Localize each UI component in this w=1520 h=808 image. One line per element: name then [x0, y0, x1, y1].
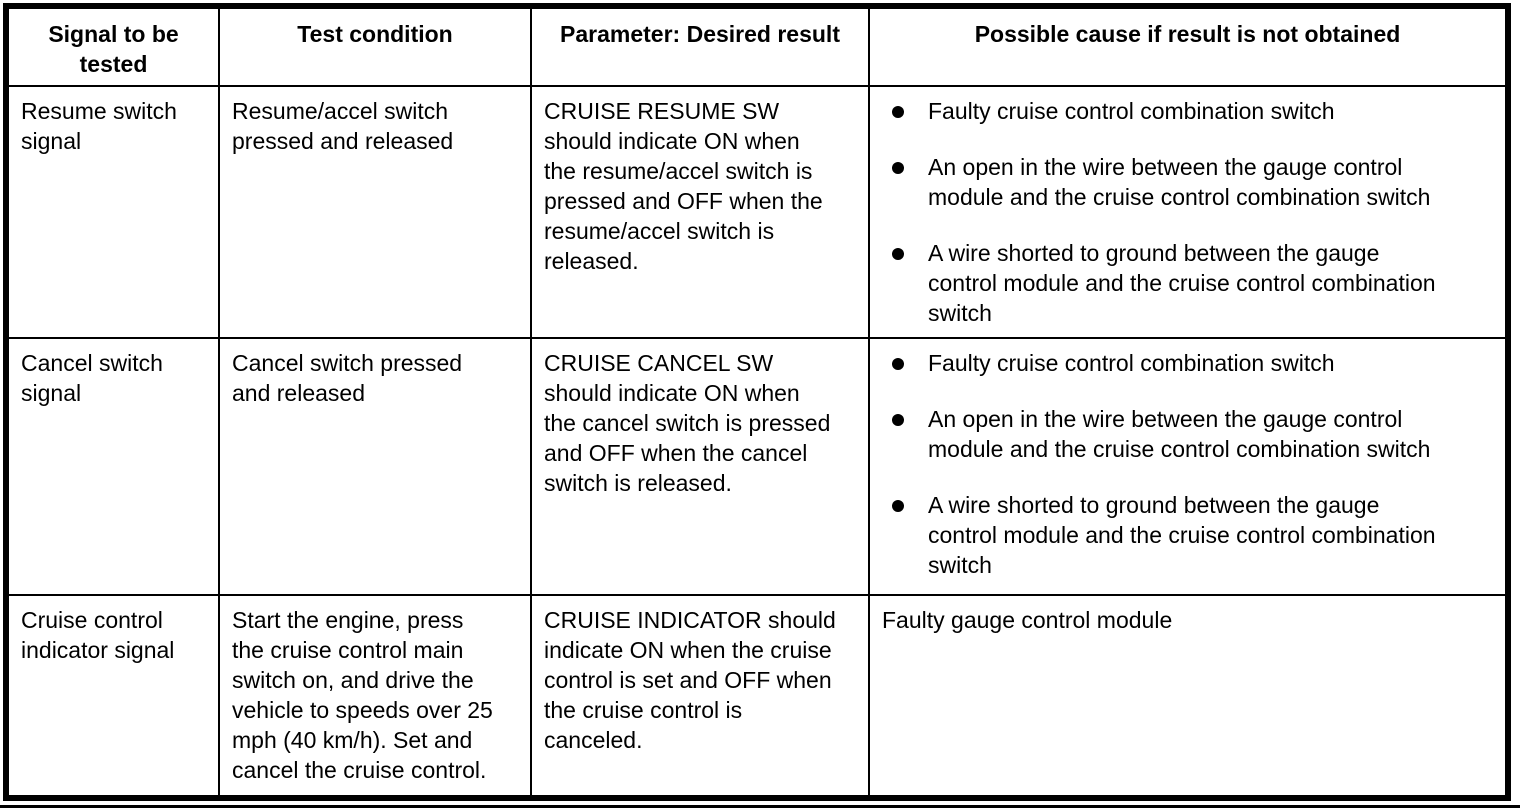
header-row: Signal to be tested Test condition Param… [5, 5, 1509, 87]
signal-cell: Cruise control indicator signal [5, 594, 220, 799]
cause-text: A wire shorted to ground between the gau… [928, 492, 1436, 578]
bullet-icon [892, 358, 904, 370]
cause-text: Faulty cruise control combination switch [928, 350, 1335, 376]
cause-item: Faulty cruise control combination switch [892, 348, 1495, 378]
col-header-signal: Signal to be tested [5, 5, 220, 87]
cause-list: Faulty cruise control combination switch… [892, 96, 1495, 328]
cause-item: Faulty cruise control combination switch [892, 96, 1495, 126]
condition-text: Cancel switch pressed and released [232, 350, 463, 406]
causes-cell: Faulty gauge control module [868, 594, 1509, 799]
table-row-cruise-indicator: Cruise control indicator signal Start th… [5, 594, 1509, 799]
parameter-cell: CRUISE CANCEL SW should indicate ON when… [530, 337, 870, 596]
signal-text: Cancel switch signal [21, 350, 163, 406]
parameter-text: CRUISE CANCEL SW should indicate ON when… [544, 350, 831, 496]
cause-text: Faulty cruise control combination switch [928, 98, 1335, 124]
col-header-possible-cause-label: Possible cause if result is not obtained [974, 21, 1401, 47]
causes-cell: Faulty cruise control combination switch… [868, 337, 1509, 596]
signal-text: Cruise control indicator signal [21, 607, 175, 663]
col-header-test-condition: Test condition [218, 5, 532, 87]
signal-cell: Resume switch signal [5, 85, 220, 339]
table-row-resume-switch: Resume switch signal Resume/accel switch… [5, 85, 1509, 339]
page-bottom-rule [0, 805, 1520, 808]
signal-cell: Cancel switch signal [5, 337, 220, 596]
col-header-possible-cause: Possible cause if result is not obtained [868, 5, 1509, 87]
cause-text: A wire shorted to ground between the gau… [928, 240, 1436, 326]
condition-text: Start the engine, press the cruise contr… [232, 607, 493, 783]
cause-item: An open in the wire between the gauge co… [892, 404, 1495, 464]
cause-item: An open in the wire between the gauge co… [892, 152, 1495, 212]
condition-cell: Cancel switch pressed and released [218, 337, 532, 596]
cause-text: An open in the wire between the gauge co… [928, 406, 1431, 462]
col-header-signal-label: Signal to be tested [48, 21, 179, 77]
condition-cell: Resume/accel switch pressed and released [218, 85, 532, 339]
bullet-icon [892, 162, 904, 174]
bullet-icon [892, 500, 904, 512]
cause-item: A wire shorted to ground between the gau… [892, 238, 1495, 328]
col-header-parameter: Parameter: Desired result [530, 5, 870, 87]
parameter-cell: CRUISE RESUME SW should indicate ON when… [530, 85, 870, 339]
table-row-cancel-switch: Cancel switch signal Cancel switch press… [5, 337, 1509, 596]
causes-cell: Faulty cruise control combination switch… [868, 85, 1509, 339]
parameter-text: CRUISE INDICATOR should indicate ON when… [544, 607, 836, 753]
cause-list: Faulty cruise control combination switch… [892, 348, 1495, 580]
col-header-test-condition-label: Test condition [297, 21, 453, 47]
signal-text: Resume switch signal [21, 98, 177, 154]
cause-text: An open in the wire between the gauge co… [928, 154, 1431, 210]
cause-text: Faulty gauge control module [882, 607, 1173, 633]
bullet-icon [892, 248, 904, 260]
cause-list: Faulty gauge control module [882, 605, 1495, 635]
parameter-text: CRUISE RESUME SW should indicate ON when… [544, 98, 823, 274]
bullet-icon [892, 414, 904, 426]
bullet-icon [892, 106, 904, 118]
cause-item: Faulty gauge control module [882, 605, 1495, 635]
condition-cell: Start the engine, press the cruise contr… [218, 594, 532, 799]
cause-item: A wire shorted to ground between the gau… [892, 490, 1495, 580]
parameter-cell: CRUISE INDICATOR should indicate ON when… [530, 594, 870, 799]
condition-text: Resume/accel switch pressed and released [232, 98, 454, 154]
diagnostic-table: Signal to be tested Test condition Param… [3, 3, 1511, 801]
col-header-parameter-label: Parameter: Desired result [560, 21, 840, 47]
